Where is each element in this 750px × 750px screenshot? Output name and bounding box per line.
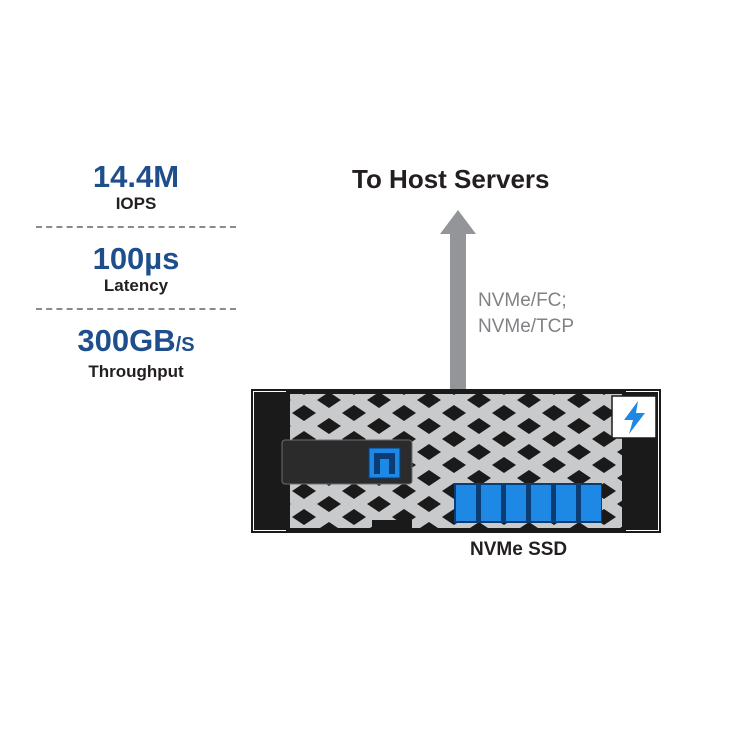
stat-divider [36,308,236,310]
throughput-stat: 300GB/S Throughput [36,324,236,382]
throughput-value: 300GB/S [77,323,195,358]
drive-bay-icon [454,483,602,523]
upload-arrow-icon [440,210,476,392]
stat-divider [36,226,236,228]
iops-stat: 14.4M IOPS [36,160,236,214]
throughput-label: Throughput [88,362,184,381]
netapp-logo-icon [368,447,401,479]
protocol-item: NVMe/TCP [478,316,575,337]
iops-label: IOPS [115,194,157,213]
arrow-title: To Host Servers [352,164,550,194]
protocol-item: NVMe/FC; [478,290,567,311]
latency-value: 100µs [92,241,180,276]
protocol-list: NVMe/FC; NVMe/TCP [478,288,574,340]
lightning-icon [611,395,657,439]
latency-stat: 100µs Latency [36,242,236,296]
latency-label: Latency [103,276,169,295]
iops-value: 14.4M [92,159,180,194]
throughput-unit: /S [175,334,195,356]
device-label: NVMe SSD [470,539,568,560]
performance-stats: 14.4M IOPS 100µs Latency 300GB/S Through… [36,160,236,382]
